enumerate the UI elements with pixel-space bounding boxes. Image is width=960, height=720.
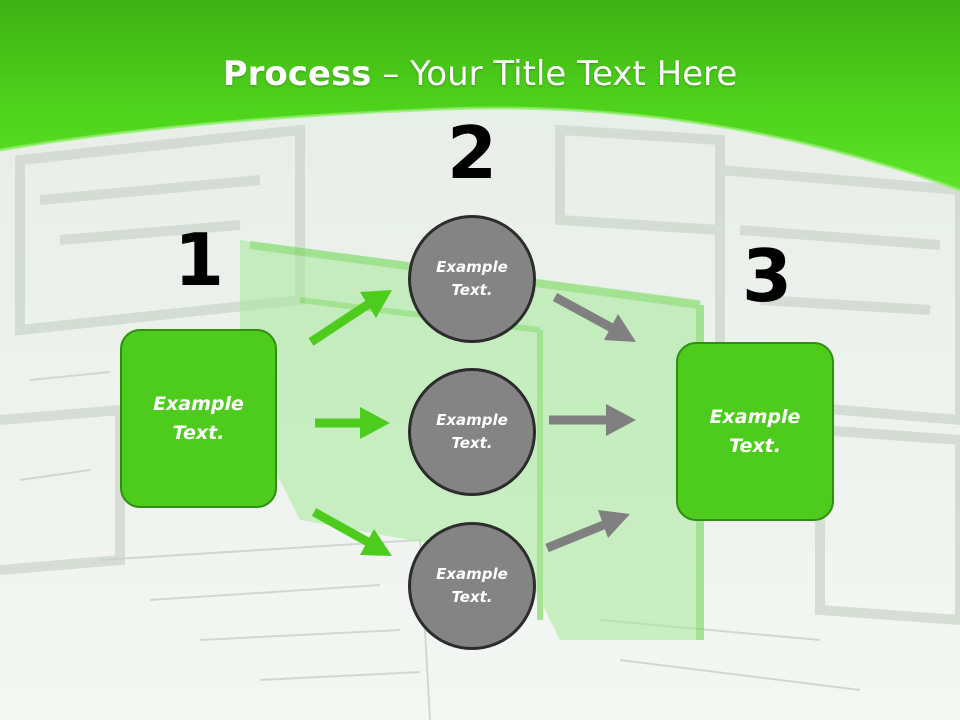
circle-bottom-label: Example Text. (436, 565, 508, 606)
circle-middle: Example Text. (408, 368, 536, 496)
step-number-1: 1 (173, 218, 225, 302)
right-box-label: Example Text. (709, 405, 801, 457)
circle-top-label: Example Text. (436, 258, 508, 299)
left-box-label: Example Text. (153, 392, 244, 444)
step-number-2: 2 (446, 111, 498, 195)
page-title: Process – Your Title Text Here (0, 52, 960, 96)
circle-bottom: Example Text. (408, 522, 536, 650)
title-bold: Process (222, 54, 372, 94)
title-rest: – Your Title Text Here (371, 54, 738, 94)
circle-top: Example Text. (408, 215, 536, 343)
step-number-3: 3 (741, 234, 793, 318)
right-process-box: Example Text. (676, 342, 834, 521)
left-process-box: Example Text. (120, 329, 277, 508)
circle-middle-label: Example Text. (436, 411, 508, 452)
